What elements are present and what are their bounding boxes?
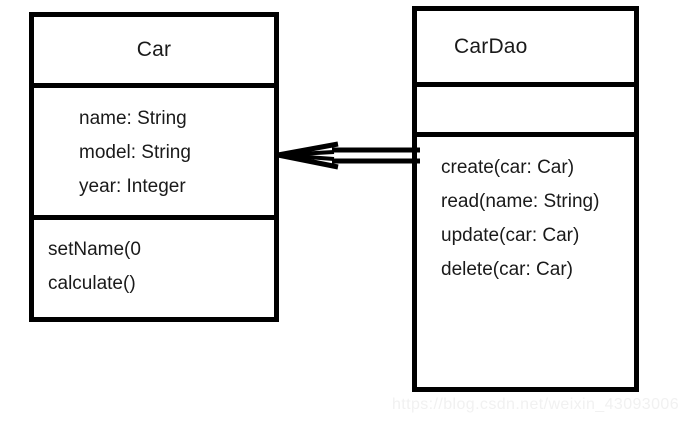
association-arrow-cardao-to-car[interactable]	[272, 130, 420, 182]
uml-attribute-row: name: String	[79, 108, 187, 129]
uml-attribute-row: year: Integer	[79, 176, 186, 197]
uml-operation-row: read(name: String)	[441, 191, 600, 212]
uml-operation-row: setName(0	[48, 239, 141, 260]
uml-operation-row: delete(car: Car)	[441, 259, 573, 280]
uml-class-car-name: Car	[136, 38, 172, 61]
watermark-text: https://blog.csdn.net/weixin_43093006	[392, 396, 679, 413]
uml-operation-row: create(car: Car)	[441, 157, 575, 178]
arrow-head-inner	[279, 150, 335, 161]
arrow-head-open-v	[277, 141, 339, 170]
uml-class-cardao[interactable]: CarDao create(car: Car) read(name: Strin…	[412, 6, 639, 392]
uml-class-car-operations-compartment: setName(0 calculate()	[34, 215, 274, 317]
uml-class-cardao-operations-compartment: create(car: Car) read(name: String) upda…	[417, 132, 634, 387]
uml-class-car-attributes-compartment: name: String model: String year: Integer	[34, 83, 274, 215]
uml-class-cardao-attributes-compartment	[417, 82, 634, 132]
uml-operation-row: calculate()	[48, 273, 136, 294]
uml-operation-row: update(car: Car)	[441, 225, 580, 246]
uml-class-car[interactable]: Car name: String model: String year: Int…	[29, 12, 279, 322]
uml-class-cardao-name: CarDao	[454, 34, 528, 58]
uml-attribute-row: model: String	[79, 142, 191, 163]
